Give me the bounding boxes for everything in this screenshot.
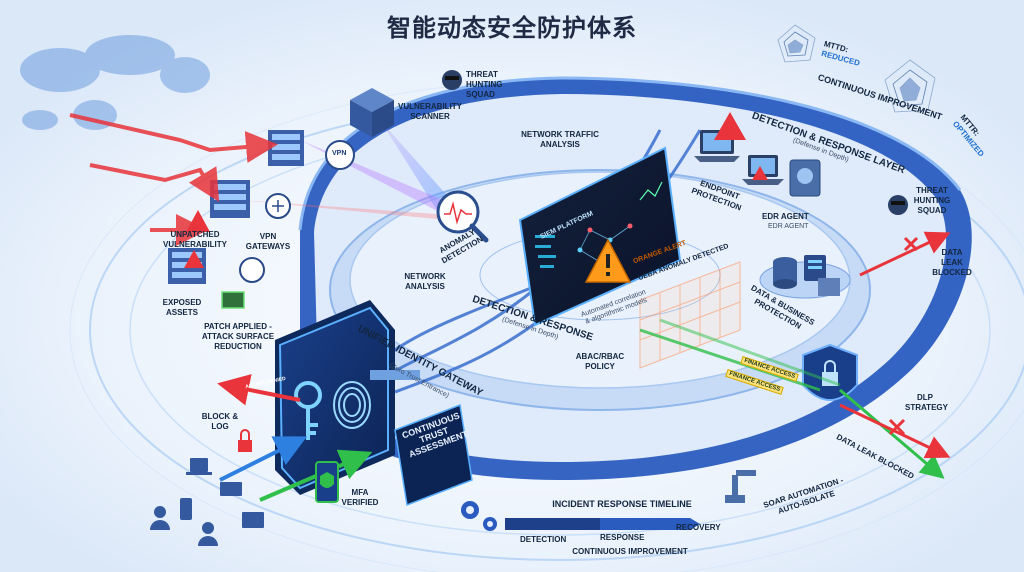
scanner-icon: [350, 88, 394, 137]
label-timeline-recovery: RECOVERY: [676, 523, 721, 532]
label-abac-rbac: ABAC/RBAC POLICY: [575, 352, 625, 371]
label-edr-agent: EDR AGENT: [762, 212, 809, 221]
label-vulnerability-scanner: VULNERABILITY SCANNER: [398, 102, 462, 121]
label-network-analysis: NETWORK ANALYSIS: [404, 272, 446, 291]
label-continuous-improvement-bottom: CONTINUOUS IMPROVEMENT: [572, 547, 688, 556]
database-icon: [759, 255, 851, 299]
label-vpn-gateways: VPN GATEWAYS: [245, 232, 291, 251]
lock-icon: [238, 429, 252, 452]
label-patch-applied: PATCH APPLIED - ATTACK SURFACE REDUCTION: [201, 322, 275, 351]
label-unpatched: UNPATCHED VULNERABILITY: [163, 230, 227, 249]
label-timeline-response: RESPONSE: [600, 533, 645, 542]
label-exposed-assets: EXPOSED ASSETS: [162, 298, 202, 317]
block-x-icon: [888, 236, 919, 436]
laptop-icon: [694, 130, 821, 197]
magnifier-icon: [436, 190, 489, 243]
vpn-badge: VPN: [332, 150, 347, 157]
label-network-traffic-analysis: NETWORK TRAFFIC ANALYSIS: [521, 130, 599, 149]
hunter-avatar-icon: [442, 70, 908, 215]
siem-dashboard: [518, 146, 682, 327]
vpn-icon: [239, 140, 355, 283]
user-devices: [150, 458, 264, 546]
robot-arm-icon: [725, 470, 756, 503]
shield-icon: [802, 343, 858, 401]
timeline-bar: [505, 518, 700, 530]
label-timeline-detection: DETECTION: [520, 535, 567, 544]
label-data-leak-blocked-top: DATA LEAK BLOCKED: [932, 248, 972, 277]
radar-chart: [777, 24, 936, 113]
page-title: 智能动态安全防护体系: [387, 14, 637, 42]
world-map-icon: [20, 35, 210, 130]
alert-triangle-icon: [584, 238, 632, 283]
label-mfa-verified: MFA VERIFIED: [341, 488, 379, 507]
chip-icon: [221, 291, 245, 309]
label-dlp-strategy: DLP STRATEGY: [905, 393, 948, 412]
label-incident-response-timeline: INCIDENT RESPONSE TIMELINE: [552, 499, 692, 509]
label-block-log: BLOCK & LOG: [201, 412, 239, 431]
label-threat-hunting: THREAT HUNTING SQUAD: [466, 70, 503, 99]
label-threat-hunting-right: THREAT HUNTING SQUAD: [913, 186, 951, 215]
mfa-phone-icon: [315, 461, 339, 503]
warning-icon: [714, 112, 746, 140]
gear-icon: [461, 501, 497, 531]
trust-panel: [394, 403, 473, 507]
label-edr-agent-small: EDR AGENT: [768, 223, 809, 230]
